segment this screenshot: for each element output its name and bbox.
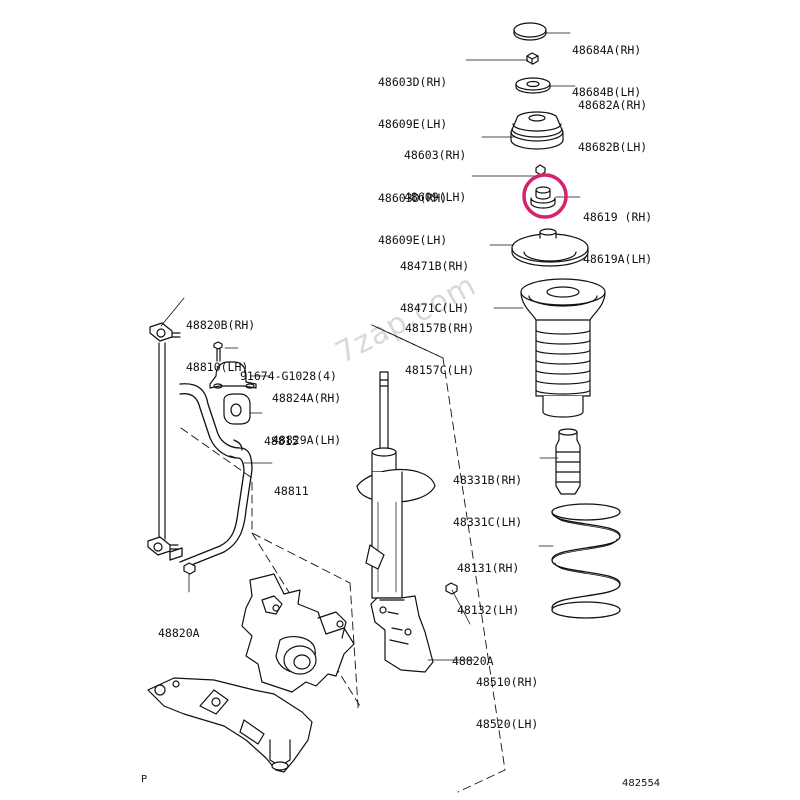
knuckle-part [241, 573, 355, 693]
callout-line-lh: 48157C(LH) [405, 363, 475, 377]
callout-lower-nut[interactable]: 48603D(RH) 48609E(LH) [378, 163, 447, 275]
callout-line-lh: 48609(LH) [404, 190, 467, 204]
bracket-bolt-part [213, 341, 223, 362]
callout-line-rh: 48820B(RH) [186, 318, 256, 332]
callout-line-lh: 48609E(LH) [378, 233, 448, 247]
strut-mount-cap-part [513, 22, 547, 41]
callout-line-lh: 48810(LH) [186, 360, 249, 374]
callout-dust-boot[interactable]: 48157B(RH) 48157C(LH) [405, 293, 474, 405]
link-nut-left-part [183, 562, 196, 575]
callout-line-part: 48811 [274, 484, 309, 498]
callout-bracket-bolt[interactable]: 91674-G1028(4) [240, 341, 337, 411]
callout-line-part: 91674-G1028(4) [240, 369, 337, 383]
callout-line-part: 48820A [158, 626, 200, 640]
bump-stop-part [555, 428, 581, 495]
callout-bump-stop[interactable]: 48331B(RH) 48331C(LH) [453, 445, 522, 557]
shock-nut-part [445, 582, 458, 595]
callout-line-lh: 48682B(LH) [578, 140, 648, 154]
callout-link-nut-left[interactable]: 48820A [158, 598, 200, 668]
highlight-circle [522, 173, 568, 219]
callout-line-lh: 48609E(LH) [378, 117, 448, 131]
stabilizer-bracket-part [209, 361, 257, 389]
callout-stabilizer-link[interactable]: 48820B(RH) 48810(LH) [186, 290, 255, 402]
callout-line-rh: 48603D(RH) [378, 191, 448, 205]
callout-line-rh: 48824A(RH) [272, 391, 342, 405]
callout-stabilizer-bracket[interactable]: 48824A(RH) 48829A(LH) [272, 363, 341, 475]
lower-arm-part [147, 677, 313, 773]
stabilizer-bushing-part [223, 393, 251, 425]
callout-stabilizer-bar[interactable]: 48811 [274, 456, 309, 526]
callout-line-rh: 48510(RH) [476, 675, 539, 689]
stabilizer-bar-part [169, 383, 253, 569]
callout-line-lh: 48829A(LH) [272, 433, 342, 447]
upper-seat-part [515, 77, 551, 94]
callout-line-rh: 48619 (RH) [583, 210, 653, 224]
callout-line-lh: 48331C(LH) [453, 515, 523, 529]
callout-line-part: 48815 [264, 434, 299, 448]
callout-line-part: 48820A [452, 654, 494, 668]
callout-line-rh: 48157B(RH) [405, 321, 475, 335]
callout-stabilizer-bushing[interactable]: 48815 [264, 406, 299, 476]
callout-line-lh: 48619A(LH) [583, 252, 653, 266]
dust-boot-part [520, 278, 606, 418]
callout-line-lh: 48471C(LH) [400, 301, 470, 315]
callout-upper-seat[interactable]: 48682A(RH) 48682B(LH) [578, 70, 647, 182]
callout-line-rh: 48603(RH) [404, 148, 467, 162]
strut-mount-part [510, 111, 564, 150]
callout-strut-mount[interactable]: 48603(RH) 48609(LH) [404, 120, 466, 232]
shock-absorber-part [356, 371, 436, 673]
upper-nut-part [526, 52, 539, 65]
callout-upper-nut[interactable]: 48603D(RH) 48609E(LH) [378, 47, 447, 159]
callout-line-rh: 48603D(RH) [378, 75, 448, 89]
callout-coil-spring[interactable]: 48131(RH) 48132(LH) [457, 533, 519, 645]
callout-line-lh: 48132(LH) [457, 603, 520, 617]
callout-line-rh: 48131(RH) [457, 561, 520, 575]
illustration-number: 482554 [622, 778, 661, 789]
callout-line-lh: 48684B(LH) [572, 85, 642, 99]
callout-line-lh: 48520(LH) [476, 717, 539, 731]
lower-nut-part [535, 164, 546, 176]
callout-line-rh: 48682A(RH) [578, 98, 648, 112]
callout-link-nut-right[interactable]: 48820A [452, 626, 494, 696]
callout-shock-absorber[interactable]: 48510(RH) 48520(LH) [476, 647, 538, 759]
coil-spring-part [551, 503, 621, 619]
callout-line-rh: 48471B(RH) [400, 259, 470, 273]
callout-upper-spring-seat[interactable]: 48471B(RH) 48471C(LH) [400, 231, 469, 343]
leader-lines [160, 32, 581, 661]
upper-spring-seat-part [511, 228, 589, 267]
callout-strut-mount-cap[interactable]: 48684A(RH) 48684B(LH) [572, 15, 641, 127]
bearing-bushing-part [530, 186, 556, 209]
assembly-outlines [180, 324, 506, 793]
callout-line-rh: 48331B(RH) [453, 473, 523, 487]
callout-line-rh: 48684A(RH) [572, 43, 642, 57]
view-letter: P [141, 774, 148, 785]
stabilizer-link-part [147, 322, 181, 556]
callout-bearing-bushing[interactable]: 48619 (RH) 48619A(LH) [583, 182, 652, 294]
